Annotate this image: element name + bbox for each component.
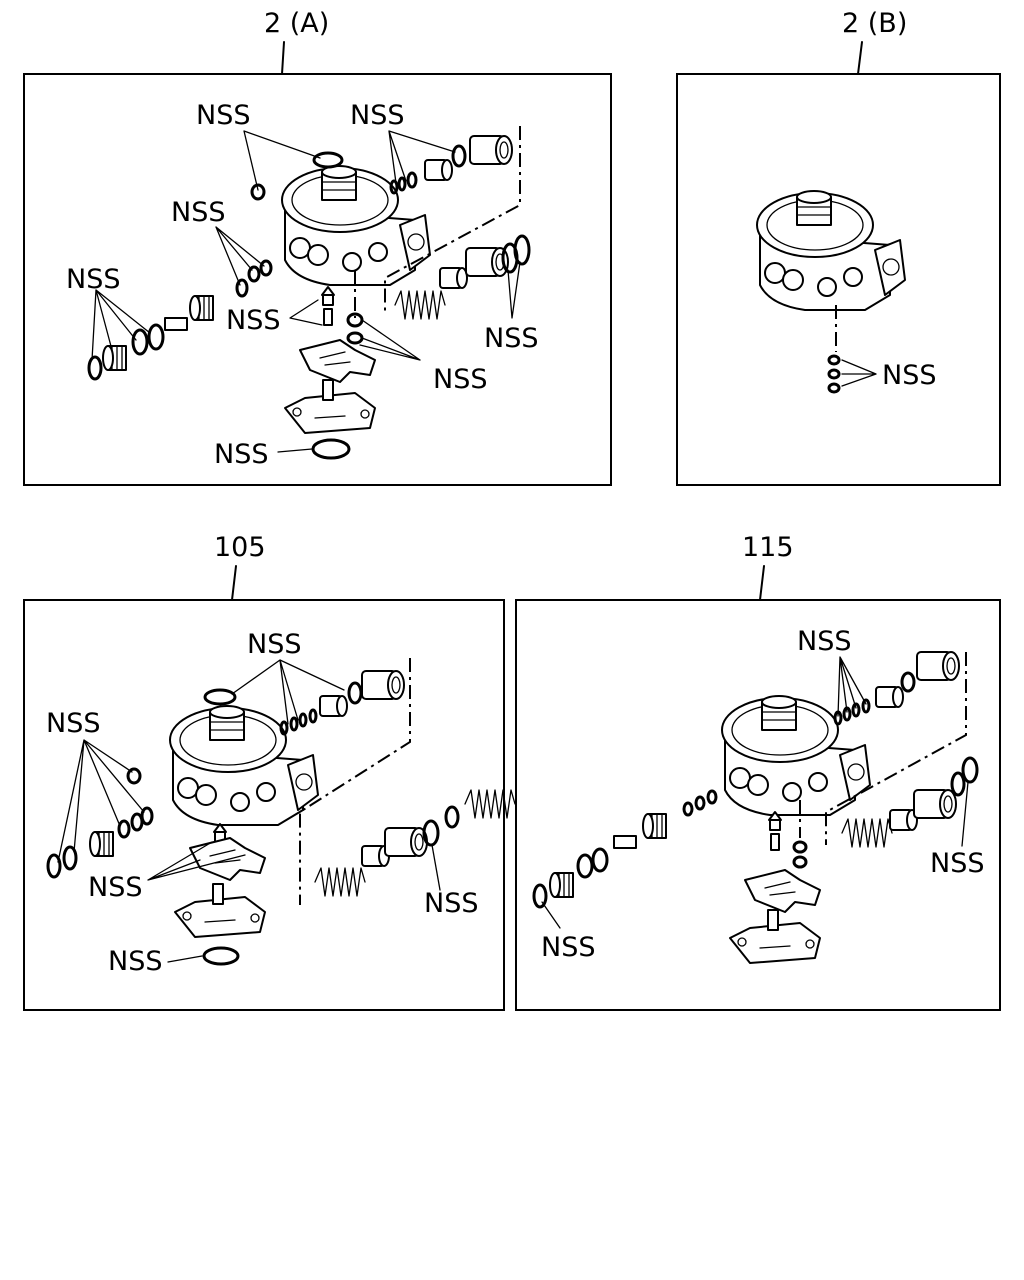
callout-nss: NSS xyxy=(882,360,936,391)
callout-nss: NSS xyxy=(226,305,280,336)
callout-nss: NSS xyxy=(66,264,120,295)
panel-frame xyxy=(676,73,1001,486)
panel-frame xyxy=(23,73,612,486)
panel-2a: 2 (A) xyxy=(23,8,612,486)
callout-nss: NSS xyxy=(541,932,595,963)
callout-nss: NSS xyxy=(247,629,301,660)
callout-nss: NSS xyxy=(433,364,487,395)
callout-nss: NSS xyxy=(930,848,984,879)
callout-nss: NSS xyxy=(88,872,142,903)
callout-nss: NSS xyxy=(214,439,268,470)
panel-ref: 2 (A) xyxy=(264,8,329,39)
callout-nss: NSS xyxy=(797,626,851,657)
panel-frame xyxy=(23,599,505,1011)
panel-2b: 2 (B) NSS xyxy=(676,8,1001,486)
panel-115: 115 NSS NSS NSS xyxy=(515,532,1001,1011)
callout-nss: NSS xyxy=(46,708,100,739)
callout-nss: NSS xyxy=(171,197,225,228)
panel-ref: 105 xyxy=(214,532,266,563)
panel-ref: 2 (B) xyxy=(842,8,907,39)
panel-ref: 115 xyxy=(742,532,794,563)
panel-frame xyxy=(515,599,1001,1011)
callout-nss: NSS xyxy=(350,100,404,131)
callout-nss: NSS xyxy=(108,946,162,977)
callout-nss: NSS xyxy=(196,100,250,131)
callout-nss: NSS xyxy=(484,323,538,354)
callout-nss: NSS xyxy=(424,888,478,919)
panel-105: 105 NSS NSS NSS NSS xyxy=(23,532,516,1011)
